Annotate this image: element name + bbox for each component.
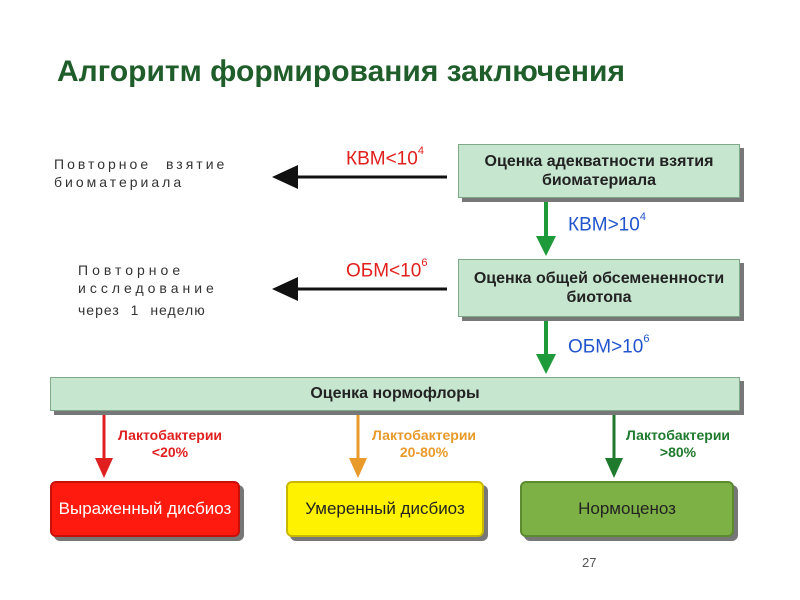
condition-obm-high: ОБМ>106 bbox=[568, 333, 650, 358]
arrowhead-repeat-sampling bbox=[272, 165, 298, 189]
node-normoflora: Оценка нормофлоры bbox=[50, 377, 740, 411]
condition-obm-low: ОБМ<106 bbox=[346, 257, 428, 282]
node-adequacy: Оценка адекватности взятия биоматериала bbox=[458, 144, 740, 198]
arrowhead-branch-3 bbox=[605, 458, 623, 478]
outcome-severe-dysbiosis: Выраженный дисбиоз bbox=[50, 481, 240, 537]
arrowhead-repeat-study bbox=[272, 277, 298, 301]
outcome-normocenosis: Нормоценоз bbox=[520, 481, 734, 537]
outcome-moderate-dysbiosis-label: Умеренный дисбиоз bbox=[305, 498, 465, 518]
outcome-moderate-dysbiosis: Умеренный дисбиоз bbox=[286, 481, 484, 537]
condition-kvm-low: КВМ<104 bbox=[346, 145, 424, 170]
repeat-study-interval-text: через 1 неделю bbox=[78, 302, 206, 318]
condition-kvm-high: КВМ>104 bbox=[568, 211, 646, 236]
arrowhead-branch-2 bbox=[349, 458, 367, 478]
node-normoflora-label: Оценка нормофлоры bbox=[310, 385, 480, 403]
node-contamination-label: Оценка общей обсемененности биотопа bbox=[473, 269, 725, 306]
arrowhead-branch-1 bbox=[95, 458, 113, 478]
repeat-study-text: Повторное исследование bbox=[78, 262, 218, 296]
branch-1-label: Лактобактерии<20% bbox=[118, 427, 223, 460]
outcome-severe-dysbiosis-label: Выраженный дисбиоз bbox=[58, 498, 232, 518]
slide-title: Алгоритм формирования заключения bbox=[57, 55, 625, 88]
node-contamination: Оценка общей обсемененности биотопа bbox=[458, 259, 740, 317]
arrowhead-contamination-to-normoflora bbox=[536, 354, 556, 374]
arrowhead-adequacy-to-contamination bbox=[536, 236, 556, 256]
node-adequacy-label: Оценка адекватности взятия биоматериала bbox=[484, 152, 714, 189]
outcome-normocenosis-label: Нормоценоз bbox=[578, 498, 676, 518]
repeat-sampling-text: Повторное взятие биоматериала bbox=[54, 156, 228, 190]
page-number: 27 bbox=[582, 555, 597, 570]
branch-3-label: Лактобактерии>80% bbox=[626, 427, 731, 460]
